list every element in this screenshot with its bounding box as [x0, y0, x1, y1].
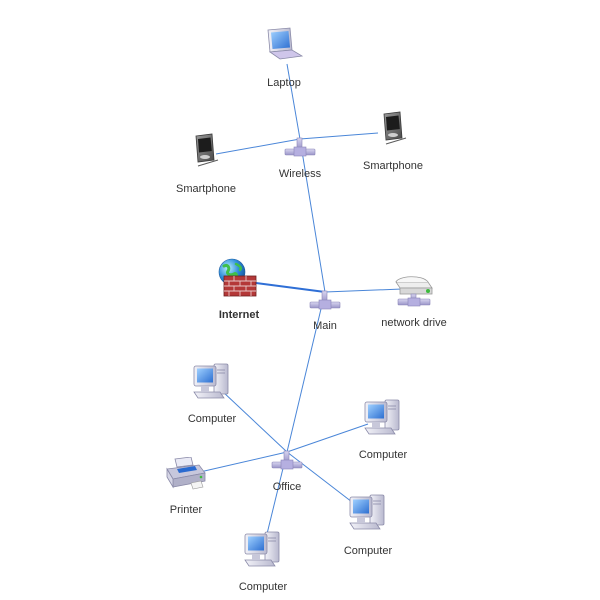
node-laptop[interactable]: Laptop: [267, 27, 303, 89]
computer-icon: [364, 399, 400, 435]
node-label: Laptop: [267, 77, 301, 89]
computer-icon: [193, 363, 229, 399]
node-smartphone-right[interactable]: Smartphone: [363, 111, 423, 172]
network-drive-icon: [395, 276, 433, 307]
node-label: Wireless: [279, 168, 322, 180]
node-office-hub[interactable]: Office: [271, 450, 303, 493]
edge-computer_3-office: [286, 451, 353, 503]
node-label: Office: [273, 481, 302, 493]
edge-computer_2-office: [286, 423, 369, 453]
connection-lines: [199, 63, 403, 539]
node-wireless-hub[interactable]: Wireless: [279, 137, 322, 180]
node-label: Computer: [188, 413, 237, 425]
smartphone-icon: [383, 111, 407, 145]
node-label: Computer: [239, 581, 288, 593]
node-label: Computer: [359, 449, 408, 461]
node-computer-1[interactable]: Computer: [188, 363, 237, 425]
node-computer-2[interactable]: Computer: [359, 399, 408, 461]
edge-computer_1-office: [221, 390, 288, 453]
edge-smartphone_right-wireless: [299, 132, 379, 140]
node-internet[interactable]: Internet: [217, 258, 260, 321]
node-label: Smartphone: [363, 160, 423, 172]
edge-printer-office: [199, 451, 288, 473]
node-computer-4[interactable]: Computer: [239, 531, 288, 593]
edge-smartphone_left-wireless: [215, 138, 301, 155]
node-main-hub[interactable]: Main: [309, 290, 341, 332]
node-label: Smartphone: [176, 183, 236, 195]
edge-laptop-wireless: [286, 63, 301, 140]
edge-wireless-main: [299, 138, 326, 293]
computer-icon: [349, 494, 385, 530]
node-computer-3[interactable]: Computer: [344, 494, 393, 557]
printer-icon: [166, 457, 206, 490]
network-hub-icon: [309, 290, 341, 310]
laptop-icon: [267, 27, 303, 60]
node-label: Computer: [344, 545, 393, 557]
node-label: network drive: [381, 317, 446, 329]
internet-firewall-icon: [217, 258, 258, 298]
edge-main-office: [286, 291, 326, 453]
edge-internet-main: [255, 282, 326, 293]
node-label: Printer: [170, 504, 203, 516]
edge-main-network_drive: [324, 288, 403, 293]
node-label: Main: [313, 320, 337, 332]
node-network-drive[interactable]: network drive: [381, 276, 447, 329]
node-printer[interactable]: Printer: [166, 457, 206, 516]
node-smartphone-left[interactable]: Smartphone: [176, 133, 236, 195]
smartphone-icon: [195, 133, 219, 167]
computer-icon: [244, 531, 280, 567]
node-label: Internet: [219, 309, 260, 321]
